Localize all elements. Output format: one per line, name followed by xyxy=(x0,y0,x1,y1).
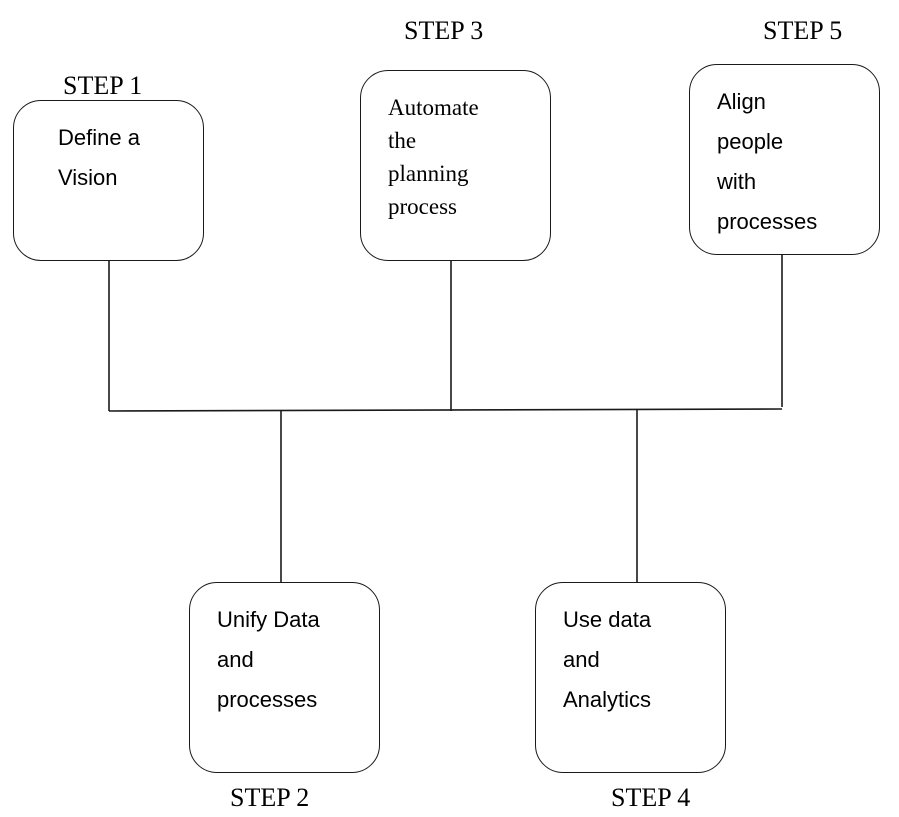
step-3-box: Automate the planning process xyxy=(360,70,551,261)
step-4-box: Use data and Analytics xyxy=(535,582,726,773)
step-2-label: STEP 2 xyxy=(230,783,310,812)
step-2-box: Unify Data and processes xyxy=(189,582,380,773)
step-1-label: STEP 1 xyxy=(63,71,143,100)
step-5-label: STEP 5 xyxy=(763,16,843,45)
step-1-text: Define a Vision xyxy=(58,125,140,190)
step-1-box: Define a Vision xyxy=(13,100,204,261)
step-4-label: STEP 4 xyxy=(611,783,691,812)
horizontal-bus xyxy=(108,408,783,412)
step-4-text: Use data and Analytics xyxy=(563,607,652,712)
step-2-text: Unify Data and processes xyxy=(217,607,320,712)
step-5-box: Align people with processes xyxy=(689,64,880,255)
step-3-label: STEP 3 xyxy=(404,16,484,45)
step-5-text: Align people with processes xyxy=(717,89,818,234)
step-3-text: Automate the planning process xyxy=(388,95,479,219)
